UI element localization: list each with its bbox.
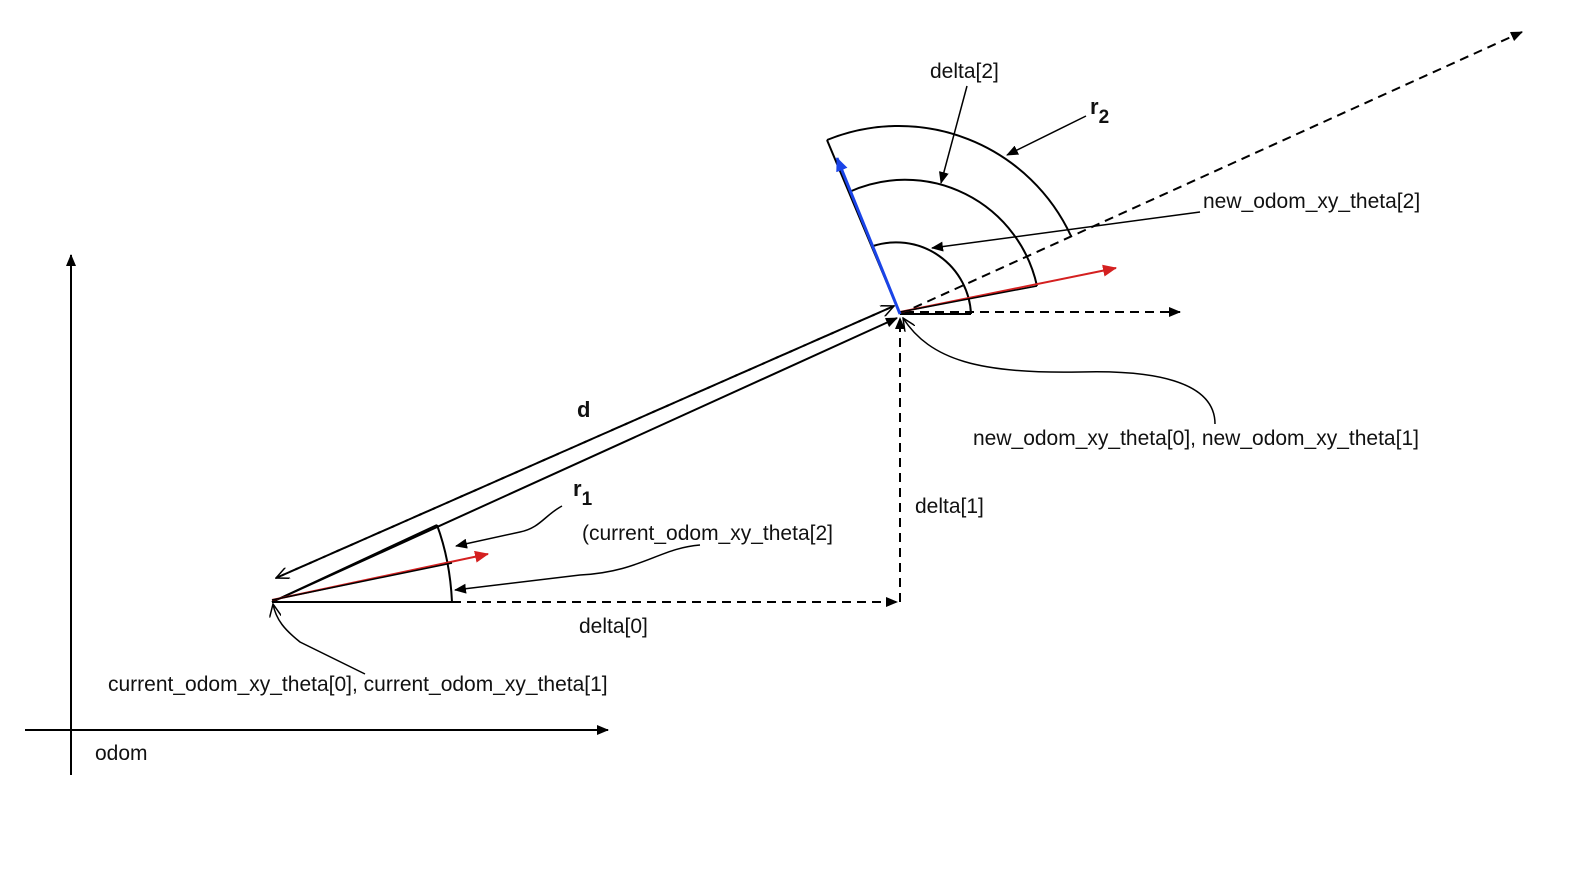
rotation-1-subscript: 1 <box>582 489 593 510</box>
delta-theta-leader <box>939 85 968 184</box>
start-point-label: current_odom_xy_theta[0], current_odom_x… <box>108 673 608 696</box>
rotation-2-label: r2 <box>1090 94 1109 128</box>
inner-arc <box>872 241 972 315</box>
end-heading-label: new_odom_xy_theta[2] <box>1203 190 1420 213</box>
middle-delta-theta-arc <box>848 178 1038 287</box>
distance-solid-arrow <box>271 317 898 603</box>
end-point-label: new_odom_xy_theta[0], new_odom_xy_theta[… <box>973 427 1419 450</box>
rotation-2-leader <box>1006 115 1087 156</box>
start-heading-line <box>271 524 438 603</box>
final-heading-arrow <box>835 157 902 315</box>
odom-frame <box>25 254 609 775</box>
rotation-2-base: r <box>1090 94 1099 119</box>
rotation-1-leader <box>455 505 563 549</box>
end-pose <box>826 125 1117 315</box>
delta-x-label: delta[0] <box>579 615 648 638</box>
outer-rotation-2-arc <box>826 125 1072 237</box>
motion-direction-extension <box>899 31 1523 315</box>
rotation-1-label: r1 <box>573 476 593 510</box>
delta-theta-label: delta[2] <box>930 60 999 83</box>
odom-frame-label: odom <box>95 742 148 765</box>
end-heading-overlay <box>899 285 1038 313</box>
end-point-leader <box>903 318 1216 425</box>
start-heading-leader <box>454 544 701 594</box>
start-heading-overlay <box>271 562 453 601</box>
distance-label: d <box>577 397 590 422</box>
end-heading-leader <box>931 211 1201 252</box>
rotation-1-base: r <box>573 476 582 501</box>
start-pose <box>271 524 489 603</box>
start-point-leader <box>273 604 366 675</box>
distance-dashed-arrow-head <box>275 306 894 579</box>
rotation-2-subscript: 2 <box>1099 107 1110 128</box>
start-heading-label: (current_odom_xy_theta[2] <box>582 522 833 545</box>
delta-y-label: delta[1] <box>915 495 984 518</box>
